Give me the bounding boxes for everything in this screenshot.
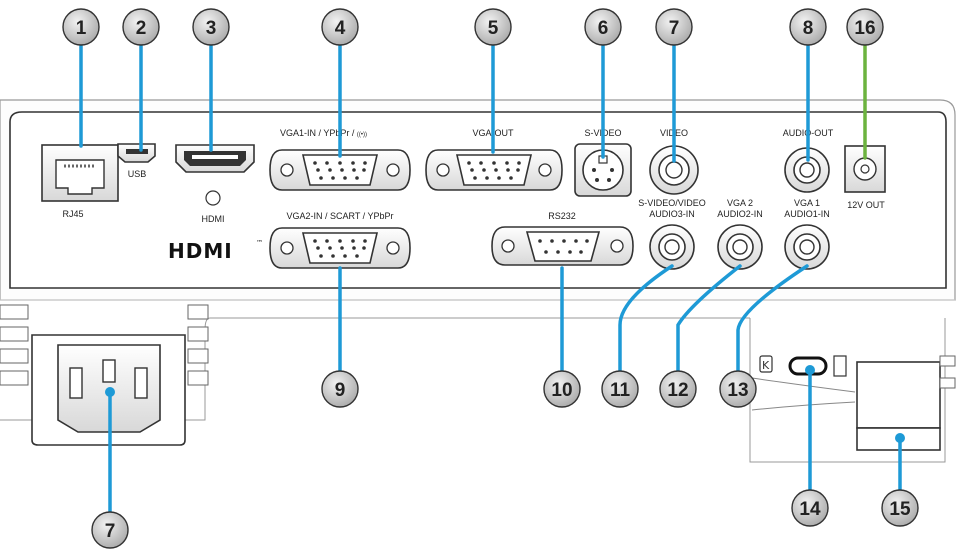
svg-text:6: 6 <box>598 18 609 39</box>
callout-badge-12: 12 <box>659 370 697 408</box>
callout-dots <box>105 365 905 443</box>
callout-badge-14: 14 <box>791 489 829 527</box>
callout-badge-8: 8 <box>789 8 827 46</box>
callout-badge-9: 9 <box>321 370 359 408</box>
vga2-in-port[interactable] <box>269 227 411 269</box>
svg-text:11: 11 <box>610 380 631 401</box>
callout-badge-2: 2 <box>122 8 160 46</box>
svg-text:K: K <box>762 359 770 372</box>
svg-text:8: 8 <box>803 18 814 39</box>
svg-text:3: 3 <box>206 18 217 39</box>
callout-badge-7: 7 <box>655 8 693 46</box>
vga1-in-port[interactable] <box>269 149 411 191</box>
vga1-in-label: VGA1-IN / YPbPr / ((•)) <box>280 128 367 138</box>
audio2-label-line1: VGA 2 <box>727 198 753 208</box>
audio-out-port[interactable] <box>784 147 830 193</box>
audio2-in-port[interactable] <box>717 224 763 270</box>
audio3-label-line1: S-VIDEO/VIDEO <box>638 198 706 208</box>
audio2-label-line2: AUDIO2-IN <box>717 209 763 219</box>
callout-badge-6: 6 <box>584 8 622 46</box>
rs232-port[interactable] <box>491 226 634 266</box>
hdmi-indicator <box>205 190 221 206</box>
lower-right-housing: K <box>749 318 956 463</box>
hdmi-trademark: ™ <box>256 239 263 247</box>
svg-text:7: 7 <box>669 18 680 39</box>
svg-text:4: 4 <box>335 18 346 39</box>
kensington-lock-icon: K <box>759 355 773 373</box>
svg-text:5: 5 <box>488 18 499 39</box>
callout-badge-11: 11 <box>601 370 639 408</box>
vga-out-port[interactable] <box>425 149 563 191</box>
rj45-label: RJ45 <box>62 209 83 219</box>
svg-text:15: 15 <box>889 499 911 520</box>
svg-text:13: 13 <box>727 380 748 401</box>
hdmi-logo: HDMI <box>168 239 233 263</box>
svg-text:12: 12 <box>667 380 688 401</box>
rj45-port[interactable] <box>41 144 119 202</box>
vga2-in-label: VGA2-IN / SCART / YPbPr <box>286 211 393 221</box>
usb-port[interactable] <box>117 143 156 163</box>
callout-badge-1: 1 <box>62 8 100 46</box>
callout-badge-16: 16 <box>846 8 884 46</box>
svg-text:16: 16 <box>854 18 875 39</box>
audio1-label-line2: AUDIO1-IN <box>784 209 830 219</box>
callout-lines <box>79 44 902 517</box>
usb-label: USB <box>128 169 147 179</box>
callout-badge-3: 3 <box>192 8 230 46</box>
video-port[interactable] <box>649 145 699 195</box>
hdmi-label: HDMI <box>202 214 225 224</box>
svg-text:1: 1 <box>76 18 87 39</box>
audio3-label-line2: AUDIO3-IN <box>649 209 695 219</box>
security-bar-cover[interactable] <box>856 361 941 429</box>
12v-out-label: 12V OUT <box>847 200 885 210</box>
hdmi-port[interactable] <box>175 144 255 173</box>
callout-badge-5: 5 <box>474 8 512 46</box>
callout-badge-7-power: 7 <box>91 511 129 549</box>
callout-badge-15: 15 <box>881 489 919 527</box>
s-video-port[interactable] <box>574 143 632 197</box>
audio3-in-port[interactable] <box>649 224 695 270</box>
callout-badge-4: 4 <box>321 8 359 46</box>
svg-text:9: 9 <box>335 380 346 401</box>
svg-text:10: 10 <box>551 380 572 401</box>
svg-text:7: 7 <box>105 521 116 542</box>
audio1-label-line1: VGA 1 <box>794 198 820 208</box>
callout-badge-13: 13 <box>719 370 757 408</box>
svg-text:14: 14 <box>799 499 821 520</box>
rs232-label: RS232 <box>548 211 576 221</box>
svg-text:2: 2 <box>136 18 147 39</box>
callout-badge-10: 10 <box>543 370 581 408</box>
audio1-in-port[interactable] <box>784 224 830 270</box>
